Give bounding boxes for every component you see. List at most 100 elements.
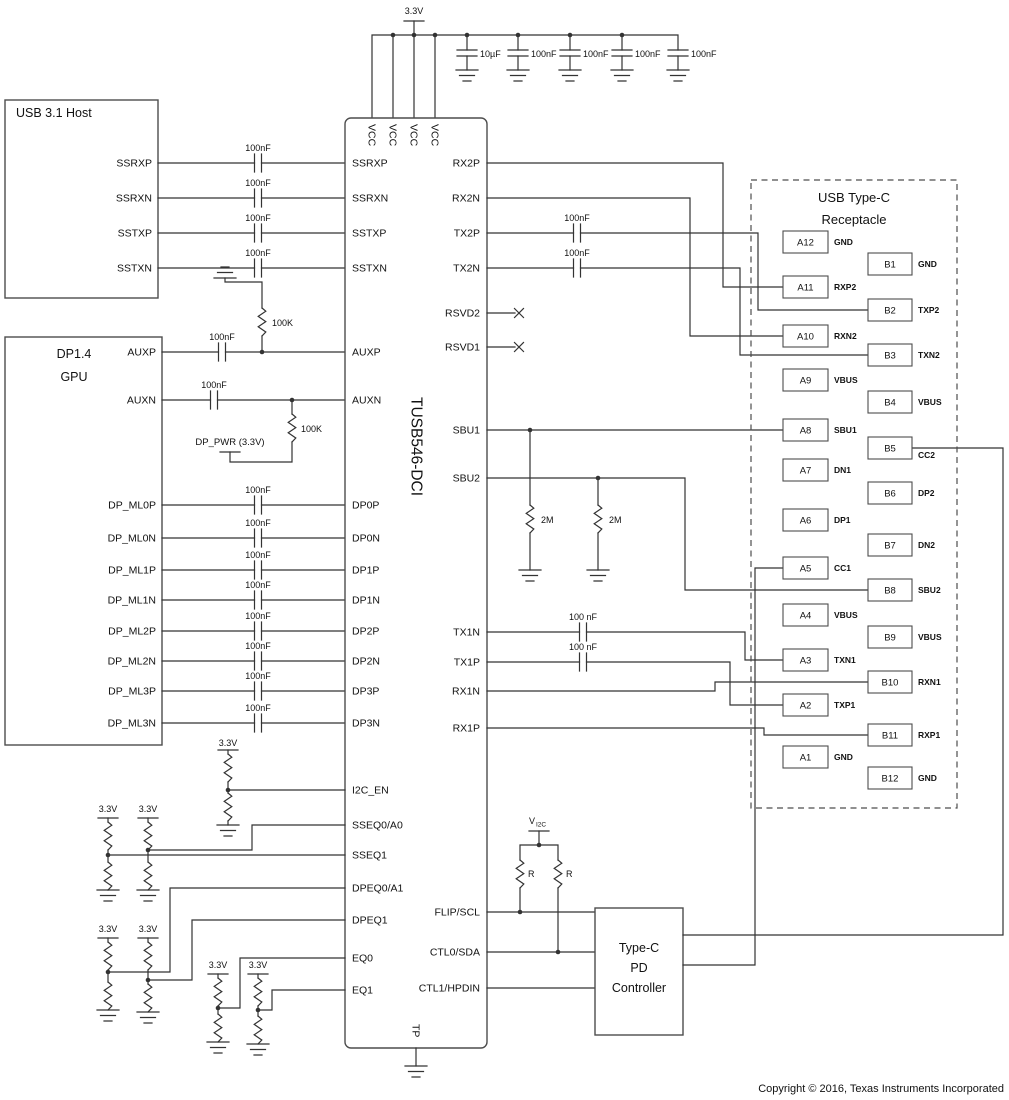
chip-pin-label: TX2P [454,228,480,240]
receptacle-pin-box [782,230,829,254]
cap-value: 100 nF [569,612,598,622]
chip-pin-label: FLIP/SCL [434,907,480,919]
gpu-pin-label: DP_ML1P [108,565,156,577]
cap-value: 100nF [245,671,271,681]
chip-pin-label: VCC [429,124,441,147]
rx-tx-wires [486,162,869,736]
supply-3v3-label: 3.3V [139,924,158,934]
receptacle-pin-box [782,693,829,717]
chip-pin-label: DP1P [352,565,379,577]
gpu-title-line1: DP1.4 [57,347,92,361]
pd-controller-box [594,907,684,1036]
resistor-value: 2M [541,515,554,525]
chip-pin-label: RSVD1 [445,342,480,354]
chip-pin-label: TX1P [454,657,480,669]
junction-dot [536,842,542,848]
receptacle-pin-number: A4 [800,611,812,622]
rsvd-wires [486,312,516,348]
vcc-rail-wires [371,20,679,119]
junction-dot [105,852,111,858]
receptacle-pin-box [867,625,913,649]
chip-pin-label: TX1N [453,627,480,639]
cap-value: 100nF [245,178,271,188]
receptacle-pin-label: TXP2 [918,305,940,315]
host-pin-label: SSRXP [116,158,152,170]
receptacle-pin-box [867,252,913,276]
chip-pin-label: DP3P [352,686,379,698]
receptacle-pin-label: CC2 [918,450,935,460]
gpu-pin-label: DP_ML3N [108,718,156,730]
receptacle-pin-label: VBUS [834,375,858,385]
receptacle-pin-label: DN1 [834,465,851,475]
receptacle-pin-number: A1 [800,753,812,764]
cap-value: 100nF [245,580,271,590]
gpu-section: DP1.4 GPU AUXP AUXN 100nF 100nF 100K DP_… [4,266,346,746]
host-pin-label: SSRXN [116,193,152,205]
usb-host-box [4,99,159,299]
vi2c-subscript: I2C [536,822,546,829]
receptacle-pin-number: B3 [884,351,896,362]
cap-value: 100nF [245,213,271,223]
receptacle-pin-box [867,481,913,505]
auxp-pull-wires [224,277,263,353]
dp-lane-wires [161,504,346,724]
i2c-section: V I2C R R [486,816,596,989]
gpu-box [4,336,163,746]
chip-pin-label: SSRXP [352,158,388,170]
chip-pin-label: DP0N [352,533,380,545]
receptacle-pin-label: SBU1 [834,425,857,435]
junction-dot [145,977,151,983]
receptacle-pin-number: A12 [797,238,814,249]
receptacle-pin-box [867,723,913,747]
cap-value: 100nF [201,380,227,390]
supply-3v3-label: 3.3V [405,6,424,16]
cap-value: 100nF [531,49,557,59]
receptacle-pin-number: B2 [884,306,896,317]
chip-pin-label: VCC [408,124,420,147]
gpu-pin-label: DP_ML1N [108,595,156,607]
receptacle-pin-number: B11 [882,731,898,742]
junction-dot [517,909,523,915]
supply-3v3-label: 3.3V [219,738,238,748]
gpu-pin-label: DP_ML2N [108,656,156,668]
copyright-text: Copyright © 2016, Texas Instruments Inco… [758,1083,1004,1095]
receptacle-pin-label: CC1 [834,563,851,573]
receptacle-title-line2: Receptacle [821,212,886,227]
receptacle-pin-box [782,508,829,532]
strap-section: 3.3V 3.3V 3.3V 3.3V 3.3V [96,738,346,1056]
chip-pin-label: DP1N [352,595,380,607]
chip-pin-label: SSEQ0/A0 [352,820,403,832]
receptacle-pin-box [867,390,913,414]
chip-pin-label: DP2N [352,656,380,668]
gpu-title-line2: GPU [60,370,87,384]
receptacle-pin-number: B8 [884,586,896,597]
gpu-pin-label: DP_ML2P [108,626,156,638]
junction-dot [259,349,265,355]
receptacle-pin-box [782,745,829,769]
chip-pin-label: VCC [387,124,399,147]
chip-pin-label: SBU2 [453,473,481,485]
receptacle-pin-box [782,275,829,299]
resistor-value: 2M [609,515,622,525]
cap-value: 100nF [245,518,271,528]
receptacle-pin-number: B10 [882,678,899,689]
receptacle-pin-label: VBUS [918,632,942,642]
junction-dot [215,1005,221,1011]
junction-dot [289,397,295,403]
chip-pin-label: SSTXP [352,228,386,240]
gpu-pin-label: DP_ML0P [108,500,156,512]
i2c-en-wires [227,749,346,826]
receptacle-pin-label: VBUS [834,610,858,620]
chip-pin-label: TX2N [453,263,480,275]
vi2c-label: V [529,816,535,826]
chip-pin-label: VCC [366,124,378,147]
receptacle-pin-number: A9 [800,376,812,387]
receptacle-pin-label: GND [834,237,853,247]
receptacle-pin-label: RXN1 [918,677,941,687]
chip-pin-label: EQ0 [352,953,373,965]
chip-pin-label: SSEQ1 [352,850,387,862]
receptacle-box [750,179,958,809]
receptacle-pin-label: RXP2 [834,282,856,292]
chip-pin-label: DPEQ0/A1 [352,883,404,895]
